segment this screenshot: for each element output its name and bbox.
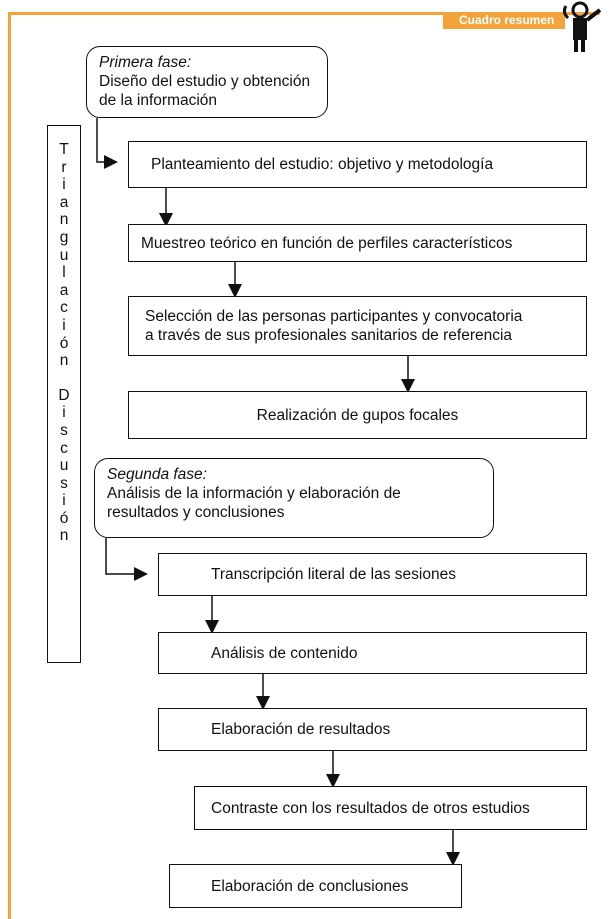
side-letter: u — [59, 246, 69, 264]
step-label: Elaboración de resultados — [211, 721, 391, 738]
side-letter: T — [59, 141, 69, 158]
side-letter: u — [59, 457, 69, 475]
side-letter: s — [60, 421, 68, 439]
step-label: Contraste con los resultados de otros es… — [211, 799, 530, 817]
step-grupos-focales: Realización de gupos focales — [128, 391, 587, 439]
triangulation-discussion-label: T r i a n g u l a c i ó n D i s c u s i … — [47, 125, 81, 663]
step-label: Realización de gupos focales — [256, 406, 459, 424]
side-letter: a — [59, 281, 69, 299]
step-elaboracion-resultados: Elaboración de resultados — [158, 708, 587, 751]
step-conclusiones: Elaboración de conclusiones — [169, 864, 462, 908]
side-letter: l — [62, 264, 66, 282]
side-letter: c — [60, 299, 68, 317]
side-letter: s — [60, 474, 68, 492]
step-contraste: Contraste con los resultados de otros es… — [194, 786, 587, 830]
connector-phase1-to-s1 — [96, 118, 118, 169]
side-letter: n — [59, 211, 69, 229]
step-label: Elaboración de conclusiones — [211, 877, 409, 895]
side-letter: r — [61, 158, 67, 176]
phase2-box: Segunda fase: Análisis de la información… — [94, 458, 494, 538]
side-letter: i — [62, 404, 66, 422]
step-label-line1: Selección de las personas participantes … — [145, 308, 523, 325]
step-label-line2: a través de sus profesionales sanitarios… — [145, 327, 513, 344]
connector-phase2-to-s5 — [105, 538, 148, 581]
side-letter: n — [59, 527, 69, 545]
side-letter: ó — [59, 509, 69, 527]
side-letter: n — [59, 352, 69, 370]
step-label: Transcripción literal de las sesiones — [211, 566, 456, 583]
header-tab: Cuadro resumen — [443, 13, 565, 29]
step-label: Planteamiento del estudio: objetivo y me… — [151, 156, 494, 173]
side-letter: ó — [59, 334, 69, 352]
step-transcripcion: Transcripción literal de las sesiones — [158, 553, 587, 596]
step-label: Análisis de contenido — [211, 644, 358, 662]
phase1-box: Primera fase: Diseño del estudio y obten… — [86, 46, 328, 118]
phase2-line1: Análisis de la información y elaboración… — [107, 485, 401, 502]
side-letter: i — [62, 176, 66, 194]
phase2-title: Segunda fase: — [107, 466, 207, 483]
step-muestreo: Muestreo teórico en función de perfiles … — [128, 224, 587, 262]
step-label: Muestreo teórico en función de perfiles … — [141, 234, 513, 252]
side-letter: c — [60, 439, 68, 457]
phase1-line1: Diseño del estudio y obtención — [99, 73, 311, 90]
step-analisis-contenido: Análisis de contenido — [158, 632, 587, 674]
step-planteamiento: Planteamiento del estudio: objetivo y me… — [128, 141, 587, 188]
phase1-title: Primera fase: — [99, 54, 192, 71]
side-letter: g — [59, 228, 69, 246]
person-pointing-icon — [562, 1, 602, 52]
phase2-line2: resultados y conclusiones — [107, 504, 285, 521]
side-letter: i — [62, 316, 66, 334]
step-seleccion: Selección de las personas participantes … — [128, 296, 587, 356]
accent-frame: Cuadro resumen — [8, 12, 600, 919]
phase1-line2: de la información — [99, 92, 218, 109]
side-letter: D — [58, 386, 70, 404]
side-letter: i — [62, 492, 66, 510]
side-letter: a — [59, 193, 69, 211]
